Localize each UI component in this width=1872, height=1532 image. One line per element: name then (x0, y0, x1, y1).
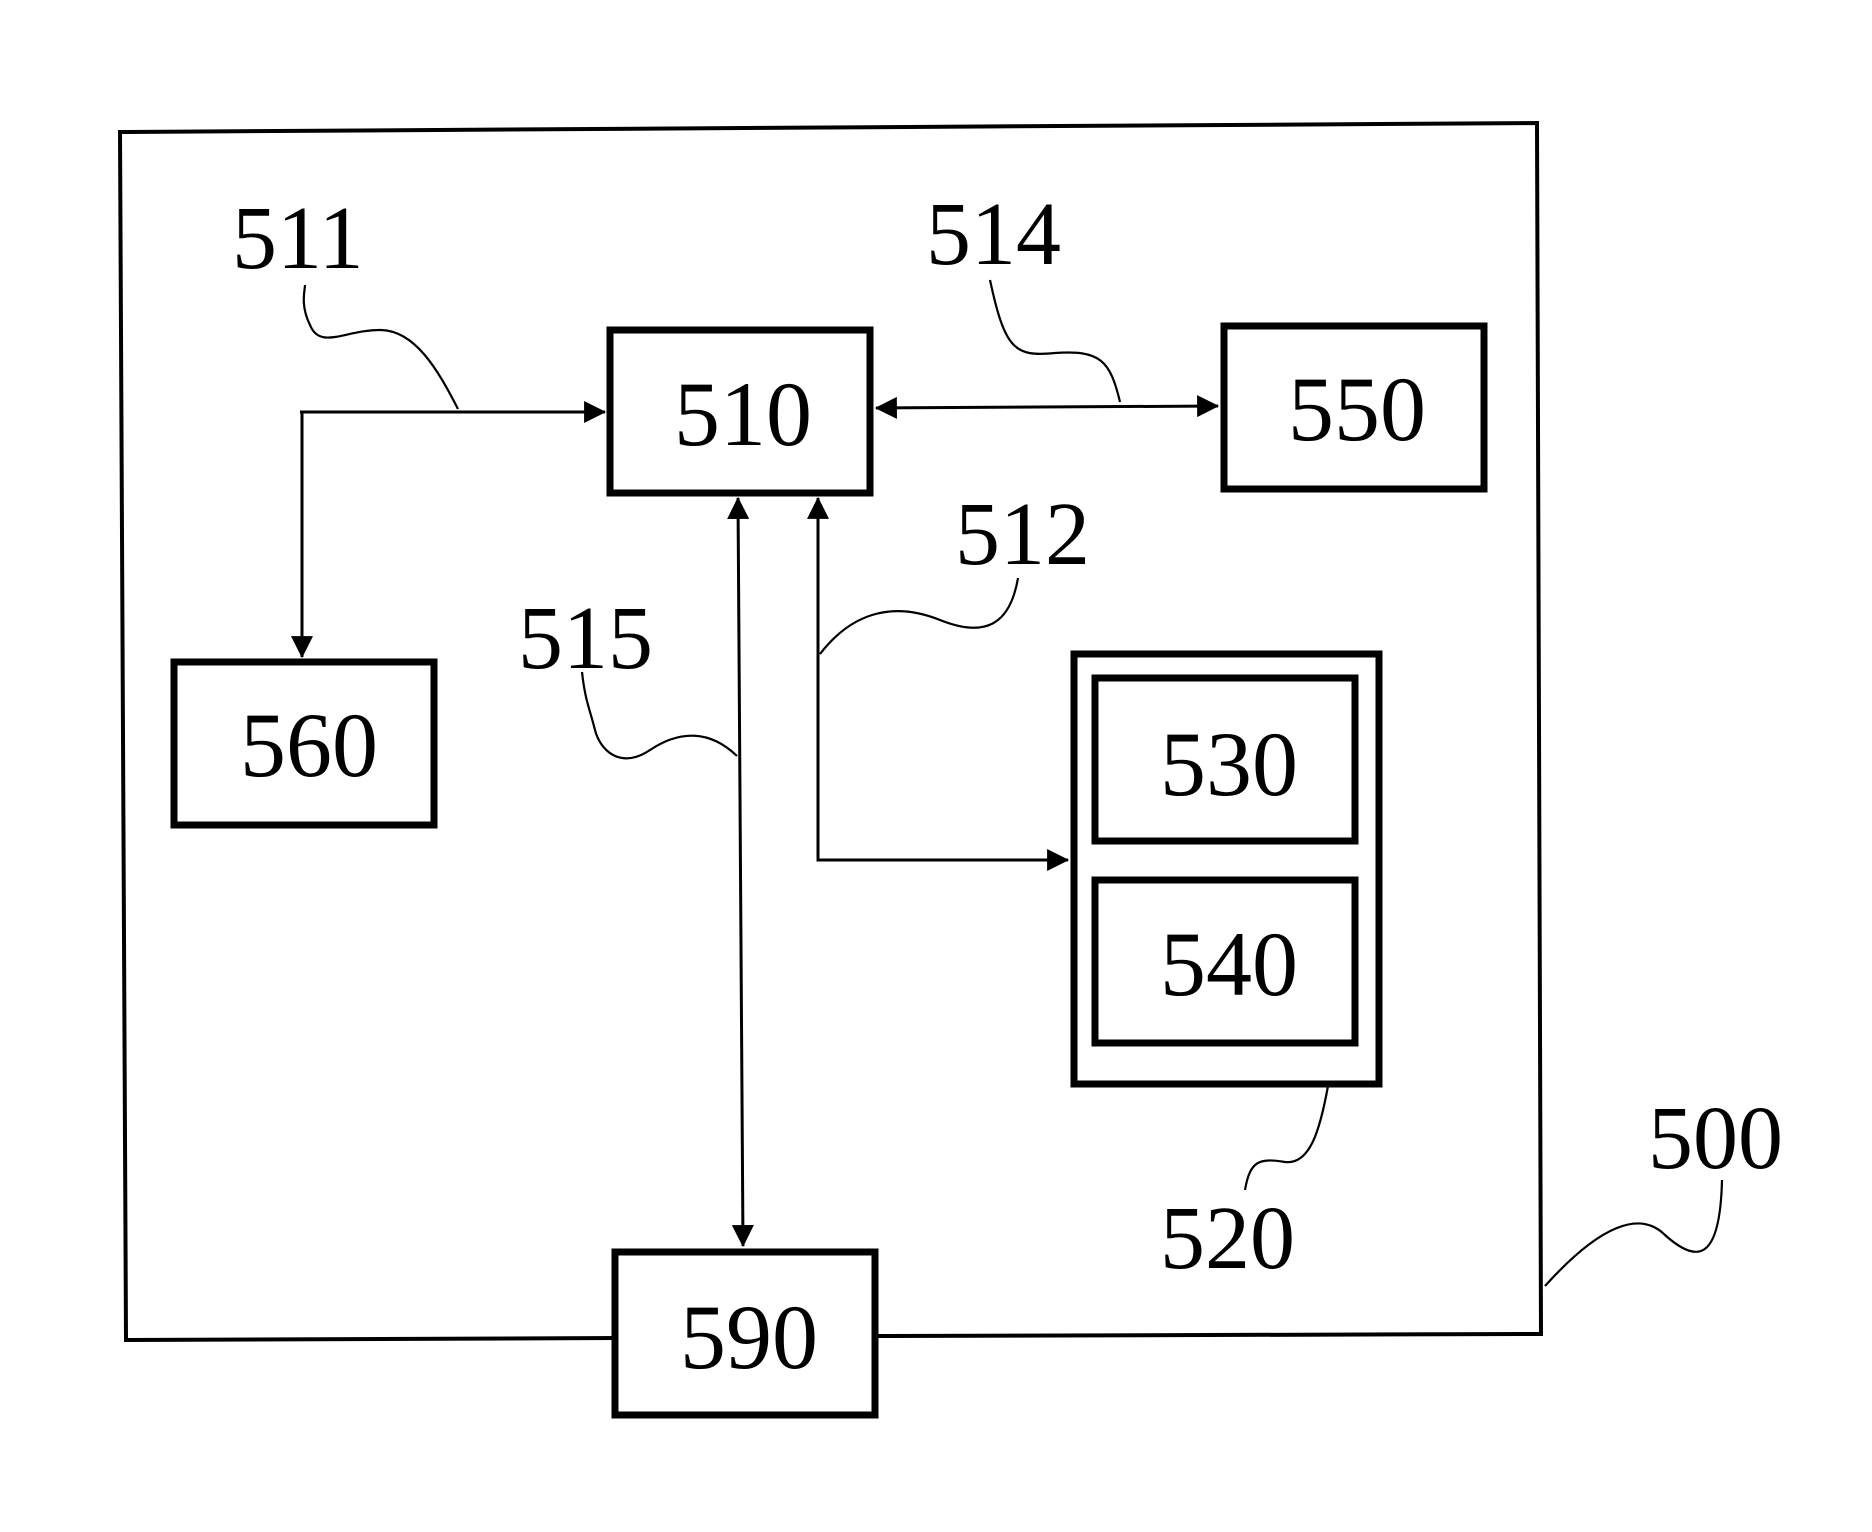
connection-515 (738, 498, 743, 1246)
leader-511 (304, 285, 458, 409)
block-590: 590 (615, 1252, 875, 1415)
svg-text:540: 540 (1160, 913, 1298, 1015)
label-500: 500 (1648, 1089, 1783, 1188)
block-510: 510 (610, 330, 870, 493)
label-512: 512 (955, 485, 1090, 584)
label-520: 520 (1160, 1189, 1295, 1288)
svg-text:560: 560 (240, 694, 378, 796)
connection-514 (876, 406, 1218, 408)
block-560: 560 (174, 662, 434, 825)
svg-text:530: 530 (1160, 713, 1298, 815)
label-515: 515 (518, 589, 653, 688)
leader-514 (990, 280, 1120, 402)
block-540: 540 (1095, 880, 1355, 1043)
label-511: 511 (232, 189, 364, 288)
leader-500 (1545, 1180, 1722, 1286)
block-550: 550 (1224, 326, 1484, 489)
label-514: 514 (926, 185, 1061, 284)
leader-512 (820, 578, 1018, 654)
svg-text:510: 510 (674, 363, 812, 465)
svg-text:550: 550 (1288, 358, 1426, 460)
leader-520 (1245, 1086, 1328, 1190)
block-530: 530 (1095, 678, 1355, 841)
svg-text:590: 590 (680, 1286, 818, 1388)
